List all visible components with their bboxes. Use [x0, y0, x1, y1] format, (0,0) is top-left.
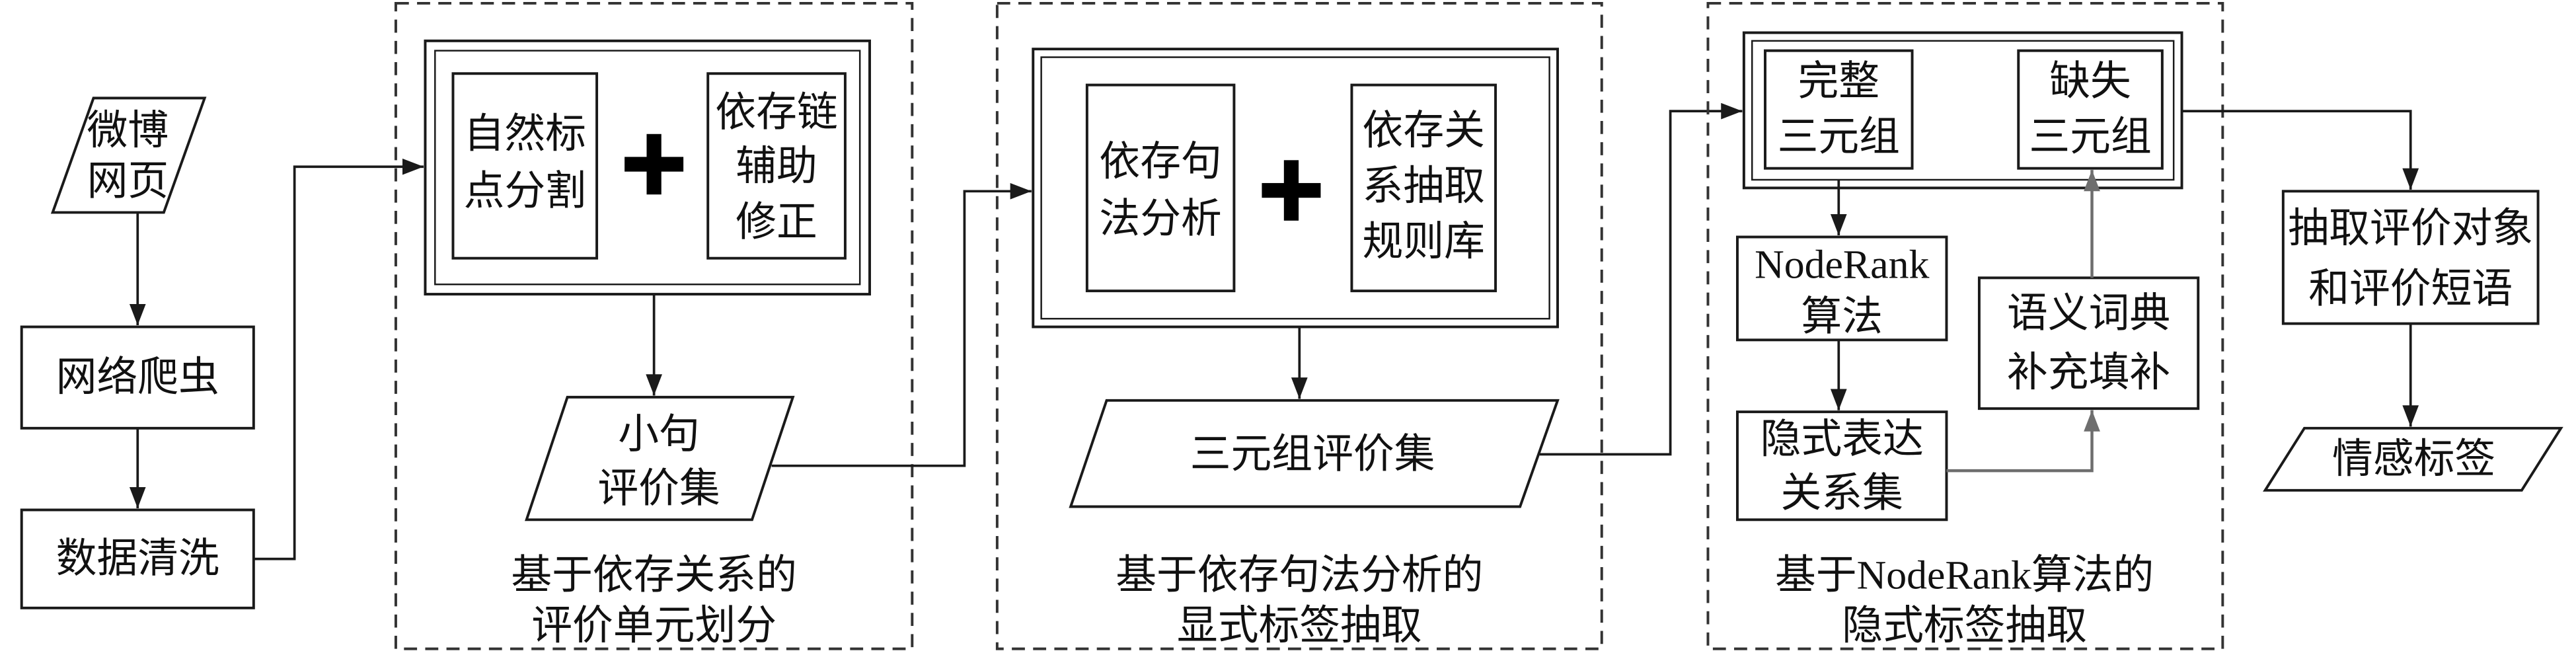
- extract-line1: 抽取评价对象: [2288, 206, 2533, 251]
- dep-chain-line3: 修正: [736, 200, 817, 245]
- plus-icon-v: [646, 134, 662, 195]
- dep-rules-line2: 系抽取: [1363, 164, 1485, 209]
- weibo-page-line1: 微博: [87, 108, 169, 153]
- noderank-line1: NodeRank: [1755, 243, 1929, 288]
- dep-parse-line1: 依存句: [1099, 139, 1221, 184]
- stage3-caption-line2: 隐式标签抽取: [1842, 603, 2087, 648]
- noderank-box: [1735, 235, 1948, 342]
- missing-triple-box: [2017, 49, 2164, 170]
- sentiment-shape: [2263, 426, 2563, 492]
- stage1-caption-line2: 评价单元划分: [531, 603, 777, 648]
- clause-set-line1: 小句: [618, 412, 700, 457]
- triple-set-shape: [1069, 399, 1560, 508]
- implicit-relations-line1: 隐式表达: [1761, 417, 1924, 462]
- dep-parse-box: [1085, 83, 1236, 293]
- stage3-inner-frame: [1751, 40, 2175, 181]
- connector-stage3-to-extract: [2181, 110, 2419, 190]
- weibo-page-shape: [50, 97, 207, 214]
- connector-cleaning-to-stage1: [253, 158, 424, 560]
- connector-triple-set-to-stage3: [1539, 102, 1743, 456]
- dep-chain-box: [706, 72, 847, 260]
- stage2-caption-line2: 显式标签抽取: [1177, 603, 1422, 648]
- missing-triple-line1: 缺失: [2049, 59, 2131, 104]
- implicit-relations-line2: 关系集: [1781, 471, 1903, 516]
- punct-split-node: 自然标 点分割: [451, 72, 599, 260]
- stage1-caption-line1: 基于依存关系的: [511, 553, 797, 598]
- lexicon-box: [1977, 276, 2200, 410]
- noderank-node: NodeRank 算法: [1735, 235, 1948, 342]
- complete-triple-line1: 完整: [1798, 59, 1879, 104]
- crawler-box: [20, 325, 255, 430]
- cleaning-label: 数据清洗: [56, 537, 219, 582]
- clause-set-node: 小句 评价集: [525, 395, 795, 522]
- dep-chain-node: 依存链 辅助 修正: [706, 72, 847, 260]
- stage2-dashed-frame: [995, 1, 1603, 650]
- stage1-outer-frame: [424, 39, 871, 296]
- clause-set-line2: 评价集: [597, 466, 720, 511]
- missing-triple-node: 缺失 三元组: [2017, 49, 2164, 170]
- extract-node: 抽取评价对象 和评价短语: [2281, 190, 2540, 325]
- dep-chain-line2: 辅助: [736, 144, 817, 189]
- weibo-page-node: 微博 网页: [50, 97, 207, 214]
- dep-rules-line1: 依存关: [1363, 108, 1485, 153]
- stage1-dashed-frame: [394, 1, 914, 650]
- complete-triple-box: [1764, 49, 1914, 170]
- implicit-relations-box: [1735, 410, 1948, 522]
- dep-rules-line3: 规则库: [1363, 219, 1485, 264]
- punct-split-box: [451, 72, 599, 260]
- dep-parse-node: 依存句 法分析: [1085, 83, 1236, 293]
- stage2-caption-line1: 基于依存句法分析的: [1116, 553, 1483, 598]
- plus-icon-2-v: [1283, 160, 1299, 221]
- arrow-implicit-to-lexicon: [1946, 410, 2100, 473]
- complete-triple-node: 完整 三元组: [1764, 49, 1914, 170]
- triple-set-label: 三元组评价集: [1190, 432, 1435, 477]
- crawler-node: 网络爬虫: [20, 325, 255, 430]
- implicit-relations-node: 隐式表达 关系集: [1735, 410, 1948, 522]
- lexicon-line1: 语义词典: [2007, 291, 2170, 336]
- cleaning-node: 数据清洗: [20, 508, 255, 609]
- sentiment-label: 情感标签: [2332, 437, 2495, 482]
- stage3-dashed-frame: [1706, 1, 2224, 650]
- dep-chain-line1: 依存链: [715, 91, 837, 135]
- noderank-line2: 算法: [1801, 295, 1883, 340]
- stage2-outer-frame: [1032, 48, 1559, 328]
- weibo-page-line2: 网页: [87, 159, 169, 204]
- stage2-inner-frame: [1040, 56, 1550, 320]
- lexicon-node: 语义词典 补充填补: [1977, 276, 2200, 410]
- complete-triple-line2: 三元组: [1778, 115, 1900, 160]
- clause-set-shape: [525, 395, 795, 522]
- connector-clause-set-to-stage2: [771, 182, 1032, 467]
- dep-rules-node: 依存关 系抽取 规则库: [1350, 83, 1497, 293]
- dep-parse-line2: 法分析: [1099, 196, 1221, 241]
- extract-line2: 和评价短语: [2308, 267, 2513, 312]
- punct-split-line2: 点分割: [464, 169, 586, 213]
- crawler-label: 网络爬虫: [56, 355, 219, 400]
- dep-rules-box: [1350, 83, 1497, 293]
- triple-set-node: 三元组评价集: [1069, 399, 1560, 508]
- lexicon-line2: 补充填补: [2007, 350, 2170, 395]
- missing-triple-line2: 三元组: [2029, 115, 2151, 160]
- stage3-caption-line1: 基于NodeRank算法的: [1775, 553, 2154, 598]
- extract-box: [2281, 190, 2540, 325]
- punct-split-line1: 自然标: [464, 112, 586, 157]
- plus-icon: [625, 134, 684, 195]
- stage1-inner-frame: [434, 50, 861, 286]
- sentiment-node: 情感标签: [2263, 426, 2563, 492]
- plus-icon-2: [1262, 160, 1321, 221]
